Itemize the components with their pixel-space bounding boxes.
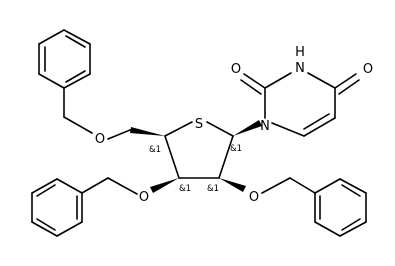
bond-o-ch2 [63,116,93,134]
bond-ph3-d2 [341,218,361,231]
bond-ph1-d2 [65,35,86,48]
bond-c3p-c4p [164,135,180,179]
stereo-label-c3p: &1 [179,184,191,194]
bond-ph1-d [63,29,91,45]
atom-o-3p: O [139,190,149,205]
bond-c4-o [334,73,357,89]
bond-ph1-f [63,73,91,89]
atom-h3: H [295,45,305,60]
stereo-label-c4p: &1 [149,145,161,155]
bond-ph1-c [38,29,65,45]
atom-o-c4: O [363,62,373,77]
atom-o-2p: O [249,190,259,205]
benzyloxy-group-3p [31,177,179,237]
bond-ph2-d2 [36,218,56,231]
benzyloxymethyl-group [38,29,165,140]
thiolane-ring [164,121,234,179]
wedge-c2p-o [219,178,246,192]
bond-ph3-d [339,221,367,237]
bond-c2-n3 [264,72,292,89]
atom-n3: N [295,61,305,76]
bond-n3-c4 [307,72,336,89]
atom-labels: S N H N O O O O O [95,45,373,205]
bond-ph2-e [56,221,83,237]
benzyloxy-group-2p [219,177,367,237]
bond-c2-o [243,73,266,89]
bond-ph3-e [314,221,341,237]
bond-ch2-ph2 [81,177,109,194]
bond-ch2-ph3 [289,177,316,194]
bond-c1p-c2p [218,135,234,179]
bond-ph2-d1 [36,184,56,197]
uracil-ring [240,72,360,137]
wedge-c3p-o [150,178,179,193]
bond-o2p-ch2 [261,177,291,194]
atom-o-c2: O [231,62,241,77]
bond-ph1-d3 [65,70,86,83]
bond-ph2-b [31,178,58,194]
bond-s-c1p [206,121,234,137]
bond-c5-c6-double [303,113,330,130]
bond-c4-o-double [338,79,360,95]
bond-c5-c6 [303,117,336,137]
stereo-label-c2p: &1 [207,184,219,194]
bond-ph3-a [314,178,341,194]
bond-c2-o-double [240,79,262,95]
bond-ph3-d1 [341,184,361,197]
bond-ph3-b [339,178,367,194]
bond-ph2-d [31,221,58,237]
wedge-c1p-n1 [233,120,262,136]
bond-c4p-s [164,121,193,137]
atom-s: S [195,117,203,132]
bond-ph1-a [38,73,65,89]
stereo-labels: &1 &1 &1 &1 [149,144,242,194]
bond-c5p-o [107,129,131,140]
wedge-c4p-c5p [130,127,165,136]
atom-o-5p: O [95,132,105,147]
stereo-label-c1p: &1 [230,144,242,154]
atom-n1: N [260,119,270,134]
bond-c6-n1 [271,122,305,137]
bond-ph2-a [56,178,83,194]
bond-o3p-ch2 [107,177,138,195]
